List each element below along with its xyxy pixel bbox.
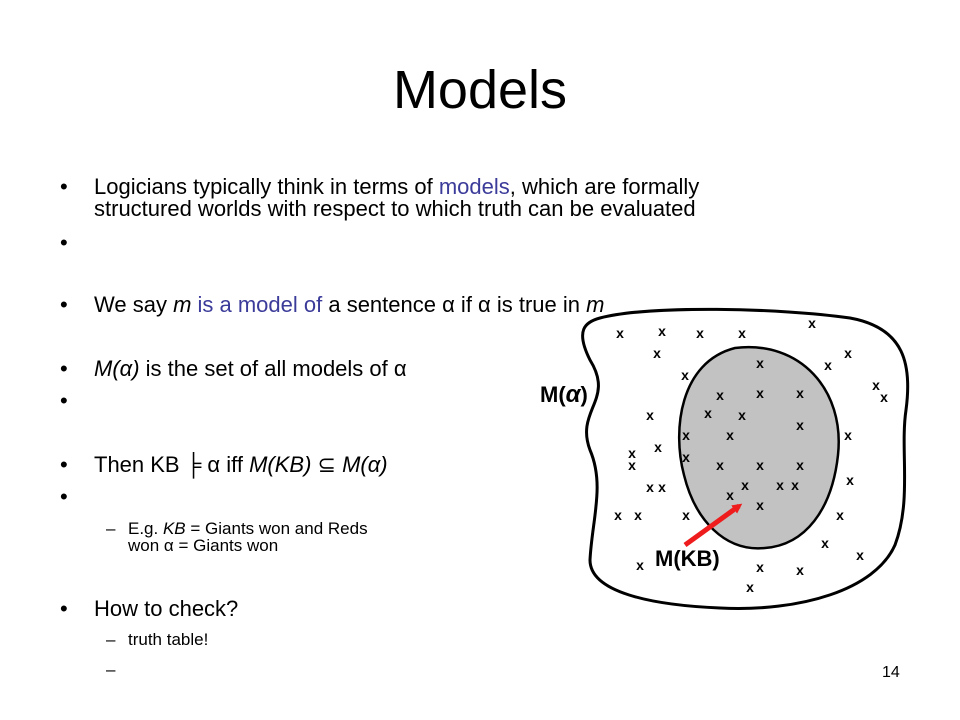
text-run: = Giants won and Reds [185,519,368,538]
bullet-line: We say m is a model of a sentence α if α… [94,294,604,316]
x-mark: x [628,445,636,461]
x-mark: x [654,439,662,455]
text-run: is the set of all models of α [139,356,407,381]
x-mark: x [796,457,804,473]
highlight-models: models [438,174,510,199]
x-mark: x [791,477,799,493]
bullet-line: Then KB ╞ α iff M(KB) ⊆ M(α) [94,454,388,476]
dash-marker: – [106,660,116,679]
x-mark: x [846,472,854,488]
x-mark: x [821,535,829,551]
x-mark: x [738,325,746,341]
italic-m-alpha: M(α) [342,452,388,477]
x-mark: x [824,357,832,373]
text-run: , which are formally [509,174,700,199]
text-run: α iff [201,452,250,477]
bullet-marker: • [60,596,68,621]
x-mark: x [796,562,804,578]
x-mark: x [682,427,690,443]
sub-line: E.g. KB = Giants won and Reds [128,520,368,537]
x-mark: x [614,507,622,523]
sub-line: truth table! [128,630,209,649]
dash-marker: – [106,519,116,538]
italic-kb: KB [162,519,186,538]
text-run: We say [94,292,174,317]
inner-region-m-kb [677,345,840,550]
label-m-alpha: M(α) [540,381,588,408]
subset-symbol: ⊆ [311,452,343,477]
x-mark: x [646,479,654,495]
dash-marker: – [106,630,116,649]
x-mark: x [796,417,804,433]
x-mark: x [756,385,764,401]
bullet-marker: • [60,230,68,255]
italic-m: m [586,292,605,317]
sub-line: won α = Giants won [128,536,279,555]
bullet-marker: • [60,484,68,509]
x-mark: x [616,325,624,341]
x-mark: x [726,427,734,443]
page-number: 14 [882,664,900,681]
x-mark: x [776,477,784,493]
x-mark: x [856,547,864,563]
bullet-line: How to check? [94,596,239,621]
text-run: Logicians typically think in terms of [94,174,439,199]
x-mark: x [808,315,816,331]
bullet-line: structured worlds with respect to which … [94,196,696,221]
x-mark: x [628,457,636,473]
x-mark: x [658,479,666,495]
bullet-marker: • [60,356,68,381]
x-mark: x [716,457,724,473]
italic-m: m [173,292,192,317]
x-mark: x [872,377,880,393]
bullet-marker: • [60,292,68,317]
x-mark: x [844,427,852,443]
x-mark: x [756,457,764,473]
x-mark: x [738,407,746,423]
italic-m-kb: M(KB) [249,452,312,477]
italic-m-alpha: M(α) [94,356,140,381]
x-mark: x [756,355,764,371]
x-mark: x [756,497,764,513]
text-run: a sentence α if α is true in [322,292,587,317]
bullet-marker: • [60,452,68,477]
x-mark: x [696,325,704,341]
red-arrow [683,503,743,548]
bullet-line: M(α) is the set of all models of α [94,358,407,380]
x-mark: x [704,405,712,421]
x-mark: x [716,387,724,403]
text-run: Then KB [94,452,186,477]
x-mark: x [636,557,644,573]
x-mark: x [746,579,754,595]
x-mark: x [836,507,844,523]
text-run: E.g. [128,519,163,538]
x-mark: x [880,389,888,405]
x-mark: x [844,345,852,361]
x-mark: x [634,507,642,523]
bullet-marker: • [60,388,68,413]
bullet-marker: • [60,174,68,199]
label-m-kb: M(KB) [655,546,720,571]
entails-symbol: ╞ [185,452,202,477]
x-mark: x [646,407,654,423]
x-mark: x [796,385,804,401]
x-mark: x [682,507,690,523]
x-mark: x [726,487,734,503]
x-mark: x [658,323,666,339]
bullet-line: Logicians typically think in terms of mo… [94,176,699,198]
highlight-model-of: is a model of [191,292,323,317]
x-mark: x [653,345,661,361]
x-mark: x [741,477,749,493]
slide-title: Models [392,60,568,120]
x-mark: x [681,367,689,383]
x-mark: x [682,449,690,465]
x-mark: x [756,559,764,575]
